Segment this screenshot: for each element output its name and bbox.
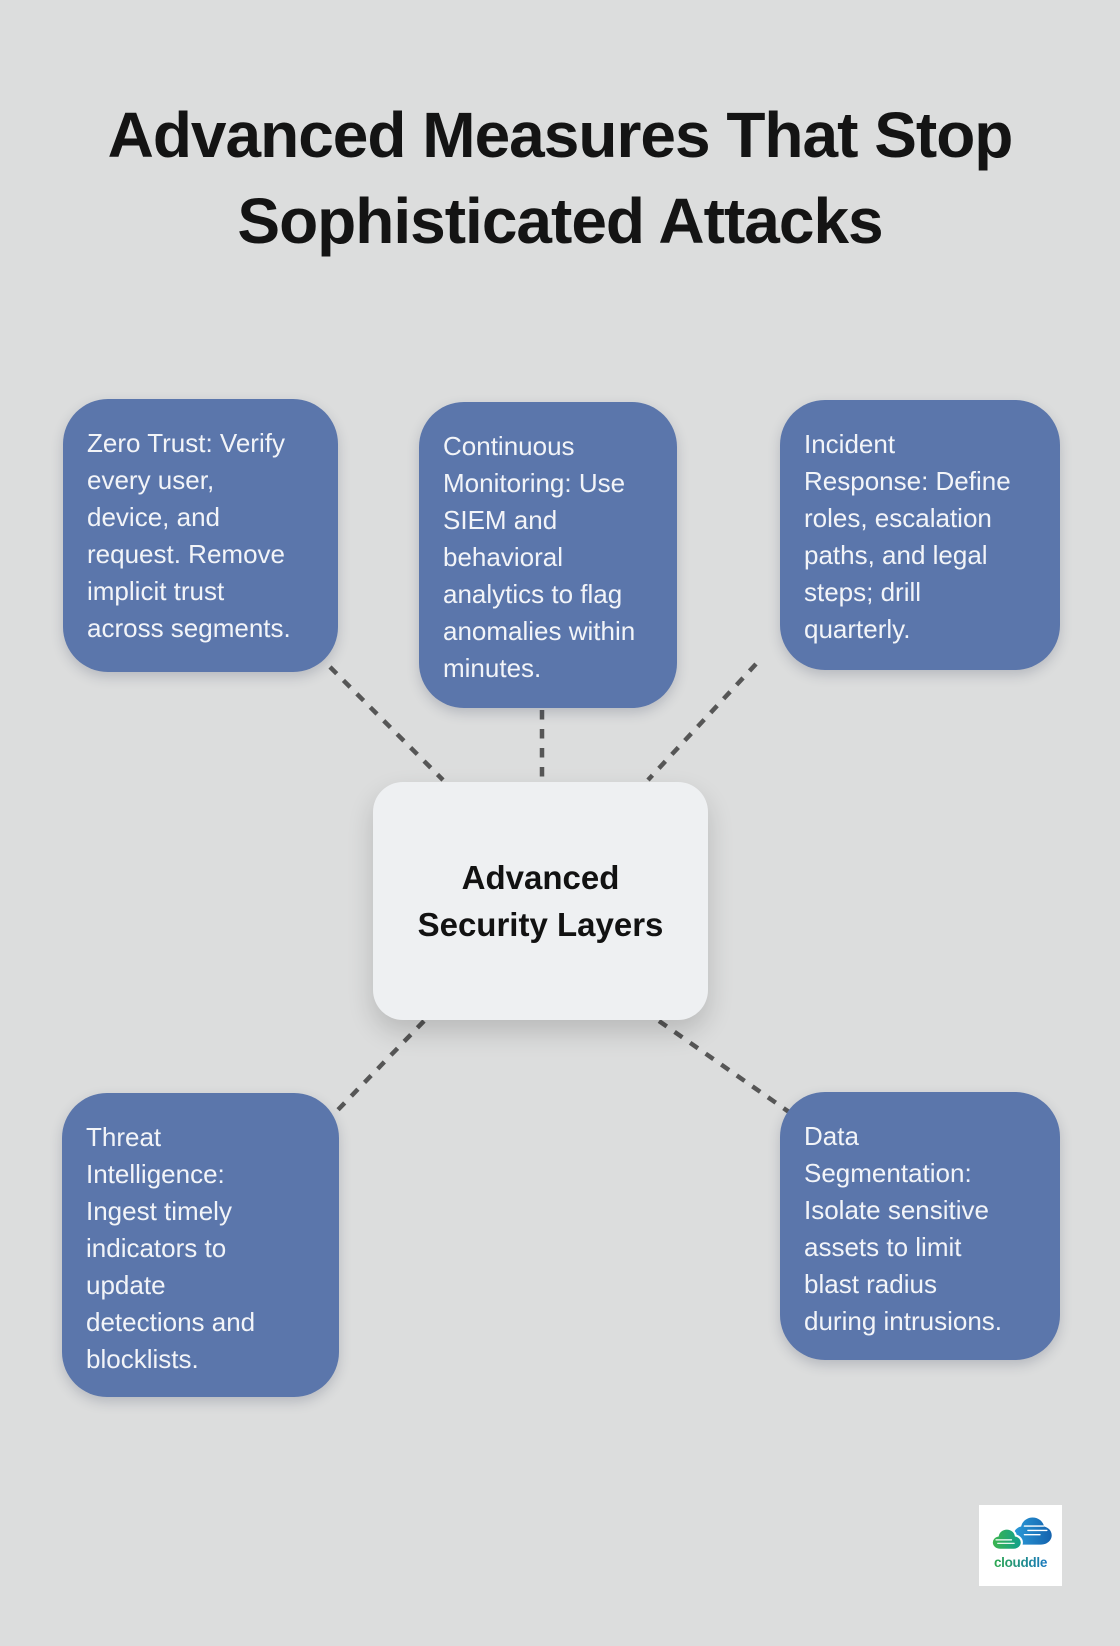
node-continuous-monitoring: Continuous Monitoring: Use SIEM and beha… bbox=[419, 402, 677, 708]
node-threat-intelligence: Threat Intelligence: Ingest timely indic… bbox=[62, 1093, 339, 1397]
node-incident-response-text: Incident Response: Define roles, escalat… bbox=[804, 429, 1011, 644]
green-cloud-shape bbox=[990, 1527, 1023, 1551]
connector-zero-trust-to-center bbox=[328, 665, 445, 782]
node-data-segmentation-text: Data Segmentation: Isolate sensitive ass… bbox=[804, 1121, 1002, 1336]
clouds-icon bbox=[990, 1517, 1052, 1551]
clouddle-logo: clouddle bbox=[979, 1505, 1062, 1586]
node-zero-trust-text: Zero Trust: Verify every user, device, a… bbox=[87, 428, 291, 643]
connector-center-to-data-segmentation bbox=[657, 1019, 791, 1114]
node-threat-intelligence-text: Threat Intelligence: Ingest timely indic… bbox=[86, 1122, 256, 1374]
node-incident-response: Incident Response: Define roles, escalat… bbox=[780, 400, 1060, 670]
connector-incident-response-to-center bbox=[646, 662, 758, 782]
center-node-advanced-security-layers: Advanced Security Layers bbox=[373, 782, 708, 1020]
blue-cloud-shape bbox=[1013, 1517, 1052, 1545]
page-title-line-2: Sophisticated Attacks bbox=[237, 185, 883, 257]
page-title: Advanced Measures That Stop Sophisticate… bbox=[0, 92, 1120, 264]
center-node-label: Advanced Security Layers bbox=[417, 859, 664, 943]
node-zero-trust: Zero Trust: Verify every user, device, a… bbox=[63, 399, 338, 672]
node-continuous-monitoring-text: Continuous Monitoring: Use SIEM and beha… bbox=[443, 431, 636, 683]
page-title-line-1: Advanced Measures That Stop bbox=[107, 99, 1014, 171]
connector-center-to-threat-intelligence bbox=[329, 1019, 426, 1119]
brand-name: clouddle bbox=[993, 1555, 1048, 1570]
node-data-segmentation: Data Segmentation: Isolate sensitive ass… bbox=[780, 1092, 1060, 1360]
